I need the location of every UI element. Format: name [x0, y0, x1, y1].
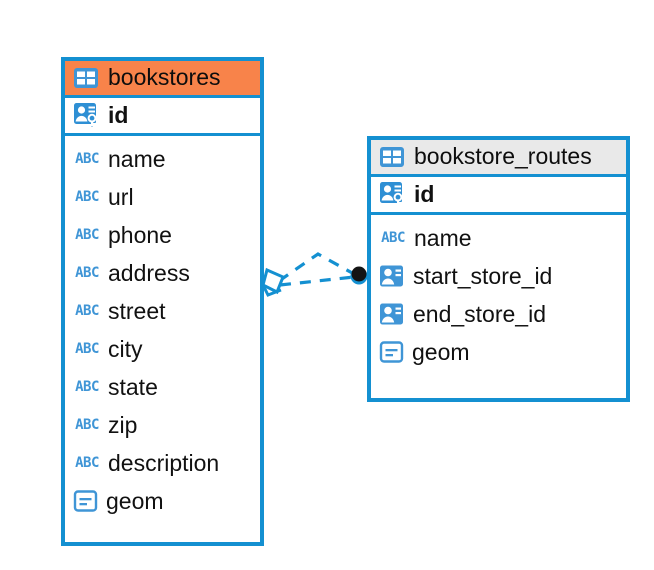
field-label: address	[108, 259, 190, 286]
abc-icon: ABC	[75, 265, 99, 281]
entity-title: bookstore_routes	[414, 143, 592, 169]
relationship-line-upper	[278, 252, 355, 283]
table-icon	[73, 67, 99, 89]
field-label: end_store_id	[413, 300, 546, 327]
field-label: phone	[108, 221, 172, 248]
field-row[interactable]: ABC city	[65, 330, 260, 368]
abc-icon: ABC	[75, 303, 99, 319]
field-row[interactable]: start_store_id	[371, 257, 626, 295]
field-row[interactable]: ABC state	[65, 368, 260, 406]
entity-header-bookstore-routes[interactable]: bookstore_routes	[371, 140, 626, 174]
field-row[interactable]: ABC description	[65, 444, 260, 482]
field-label: description	[108, 449, 220, 476]
geometry-icon	[379, 340, 405, 364]
field-label: name	[108, 145, 166, 172]
field-row[interactable]: geom	[371, 333, 626, 371]
relationship-line-lower	[279, 275, 355, 287]
field-label: zip	[108, 411, 138, 438]
field-row[interactable]: ABC address	[65, 254, 260, 292]
field-row[interactable]: ABC street	[65, 292, 260, 330]
field-row[interactable]: ABC name	[65, 140, 260, 178]
field-label: street	[108, 297, 166, 324]
primary-key-row[interactable]: id	[65, 95, 260, 136]
field-label: geom	[412, 338, 470, 365]
primary-key-label: id	[108, 101, 129, 128]
primary-key-row[interactable]: id	[371, 174, 626, 215]
field-row[interactable]: ABC phone	[65, 216, 260, 254]
entity-header-bookstores[interactable]: bookstores	[65, 61, 260, 95]
foreign-key-icon	[379, 264, 406, 288]
field-label: start_store_id	[413, 262, 553, 289]
abc-icon: ABC	[75, 189, 99, 205]
abc-icon: ABC	[75, 417, 99, 433]
field-row[interactable]: end_store_id	[371, 295, 626, 333]
field-label: name	[414, 224, 472, 251]
field-label: geom	[106, 487, 164, 514]
abc-icon: ABC	[75, 227, 99, 243]
field-row[interactable]: geom	[65, 482, 260, 520]
relationship-target-endpoint-dot-icon	[350, 266, 368, 285]
foreign-key-icon	[379, 302, 406, 326]
primary-key-icon	[73, 102, 101, 128]
relationship-source-endpoint-diamond-icon	[261, 267, 285, 297]
geometry-icon	[73, 489, 99, 513]
field-label: state	[108, 373, 158, 400]
abc-icon: ABC	[75, 455, 99, 471]
primary-key-label: id	[414, 180, 435, 207]
abc-icon: ABC	[75, 151, 99, 167]
primary-key-icon	[379, 181, 407, 207]
abc-icon: ABC	[75, 341, 99, 357]
field-row[interactable]: ABC zip	[65, 406, 260, 444]
field-row[interactable]: ABC url	[65, 178, 260, 216]
entity-table-bookstore-routes[interactable]: bookstore_routes id ABC name start_store_i…	[367, 136, 630, 402]
table-icon	[379, 146, 405, 168]
entity-title: bookstores	[108, 64, 221, 90]
abc-icon: ABC	[75, 379, 99, 395]
abc-icon: ABC	[381, 230, 405, 246]
field-label: url	[108, 183, 134, 210]
field-row[interactable]: ABC name	[371, 219, 626, 257]
field-label: city	[108, 335, 143, 362]
